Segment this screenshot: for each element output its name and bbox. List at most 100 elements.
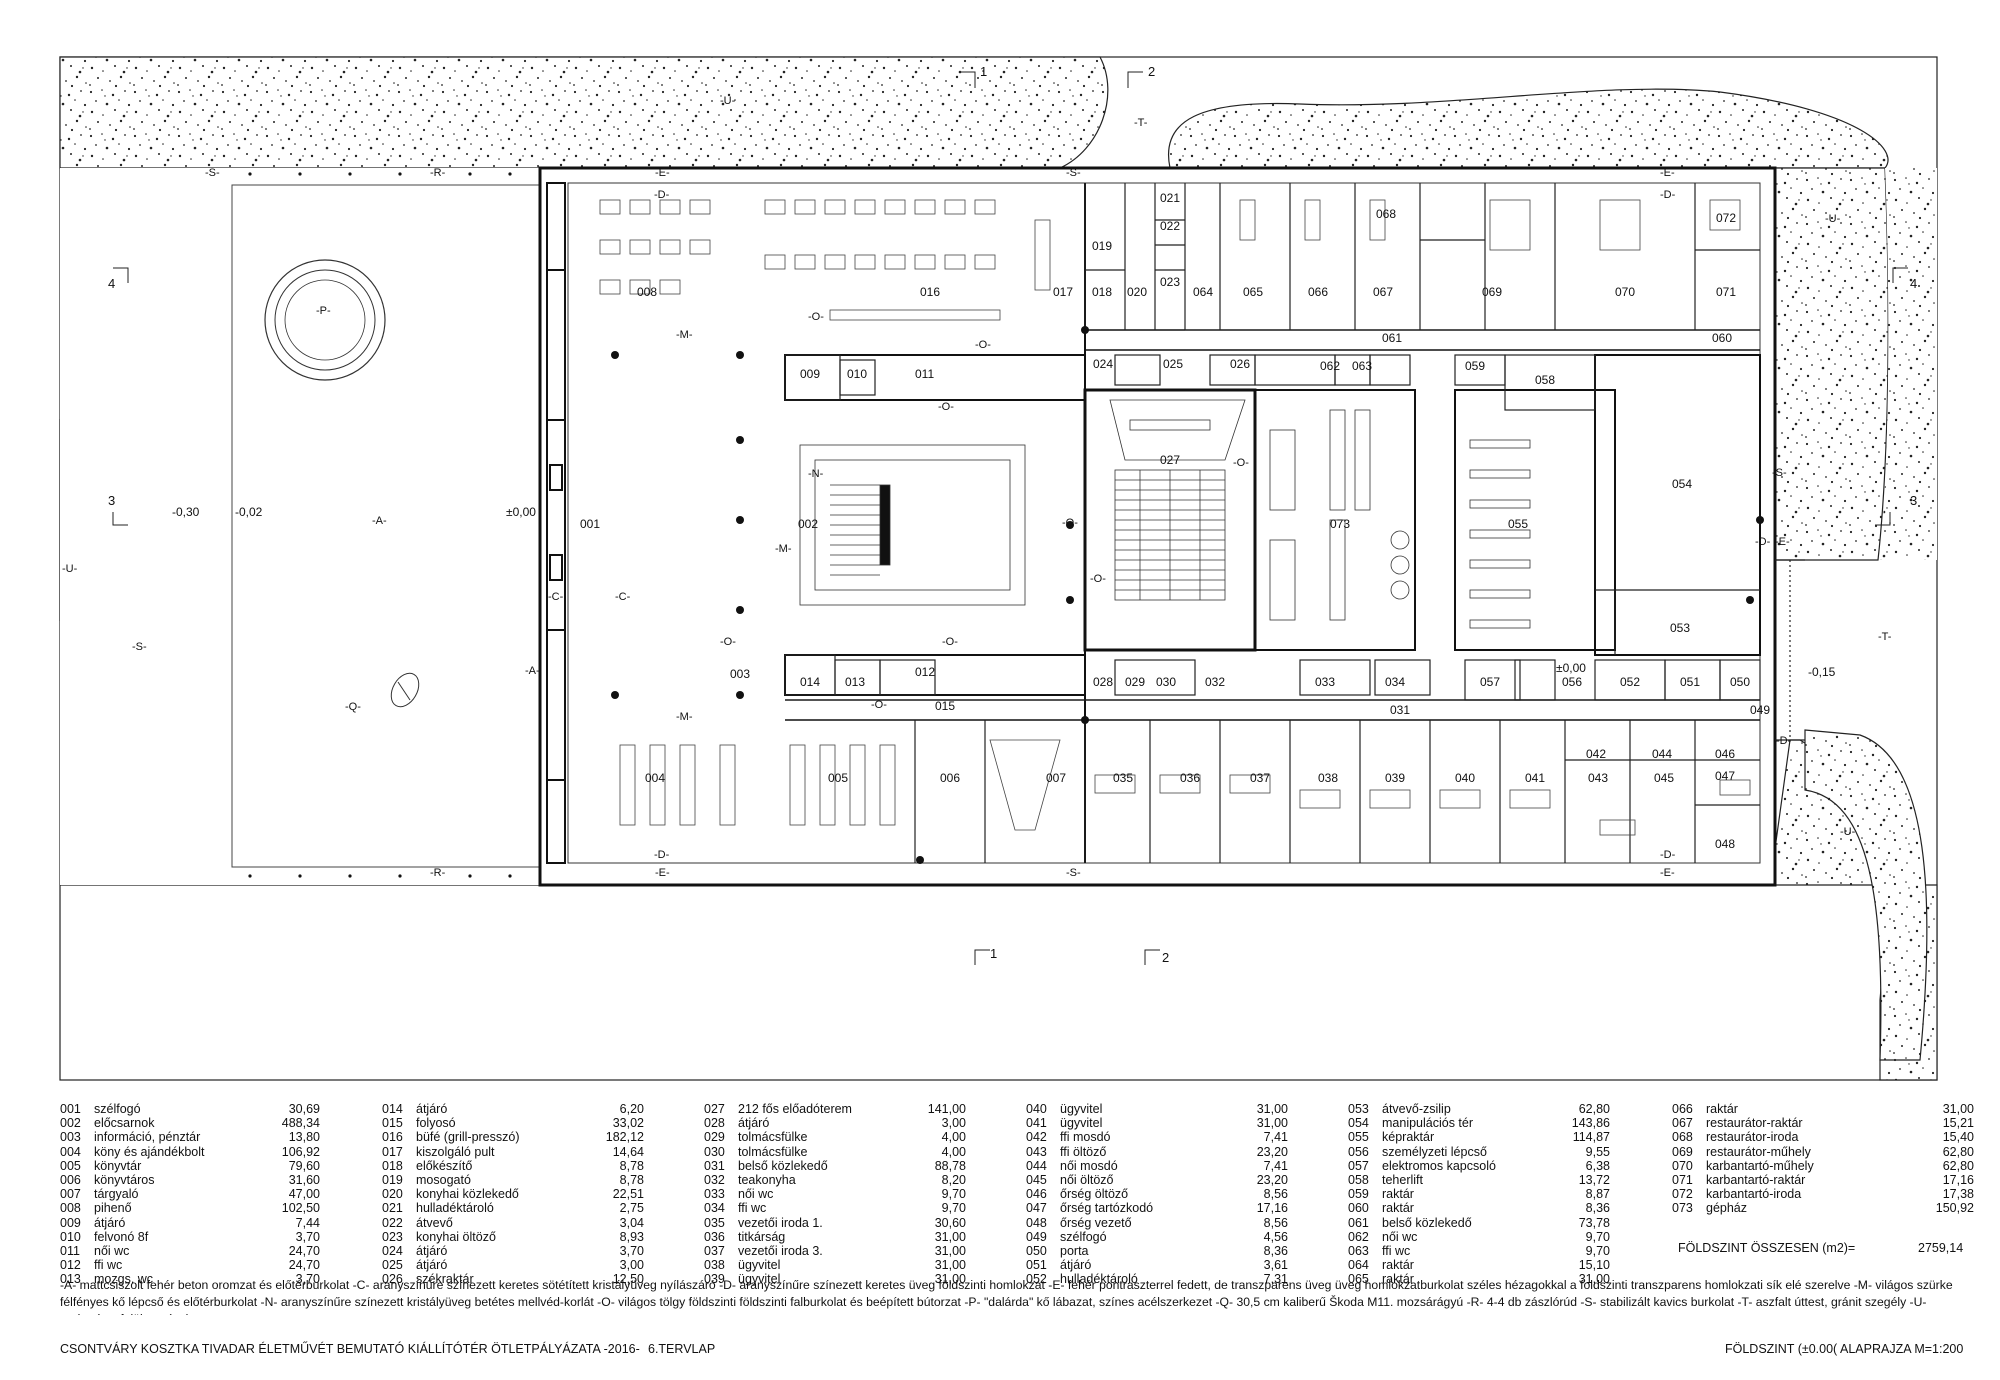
tag-C-2: -C- (615, 591, 631, 603)
gravel-right-upper (1880, 168, 1937, 560)
room-label: 051 (1680, 675, 1700, 689)
section-mark-1-bottom: 1 (990, 946, 997, 961)
legend-room-area: 8,36 (1585, 1201, 1610, 1216)
legend-room-area: 141,00 (927, 1102, 966, 1116)
level-pm000: ±0,00 (506, 505, 536, 519)
legend-room-area: 3,04 (619, 1215, 644, 1230)
tag-M-2: -M- (775, 543, 792, 555)
legend-room-name: 212 fős előadóterem (738, 1102, 852, 1116)
room-label: 018 (1092, 285, 1112, 299)
legend-room-number: 049 (1026, 1229, 1047, 1244)
legend-room-area: 73,78 (1578, 1215, 1610, 1230)
tag-A-2: -A- (525, 665, 540, 677)
legend-room-name: szélfogó (1060, 1229, 1107, 1244)
legend-room-name: könyvtáros (94, 1172, 155, 1187)
total-label: FÖLDSZINT ÖSSZESEN (m2)= (1678, 1241, 1856, 1255)
legend-room-area: 8,78 (619, 1172, 644, 1187)
room-label: 054 (1672, 477, 1692, 491)
room-label: 017 (1053, 285, 1073, 299)
legend-room-number: 048 (1026, 1215, 1047, 1230)
legend-room-area: 13,72 (1578, 1172, 1610, 1187)
legend-room-number: 030 (704, 1144, 725, 1159)
legend-room-number: 062 (1348, 1229, 1369, 1244)
legend-room-name: átvevő-zsilip (1382, 1102, 1451, 1116)
legend-room-number: 050 (1026, 1243, 1047, 1258)
drawing-title: FÖLDSZINT (±0.00( ALAPRAJZA M=1:200 (1725, 1342, 1964, 1356)
legend-room-number: 056 (1348, 1144, 1369, 1159)
legend-room-number: 031 (704, 1158, 725, 1173)
room-label: 007 (1046, 771, 1066, 785)
legend-room-area: 31,00 (1256, 1102, 1288, 1116)
legend-room-name: karbantartó-raktár (1706, 1172, 1806, 1187)
legend-room-number: 044 (1026, 1158, 1047, 1173)
room-label: 011 (915, 367, 934, 381)
legend-room-number: 021 (382, 1201, 403, 1216)
room-label: 066 (1308, 285, 1328, 299)
legend-room-number: 005 (60, 1158, 81, 1173)
legend-room-name: elektromos kapcsoló (1382, 1158, 1496, 1173)
room-label: 048 (1715, 837, 1735, 851)
room-label: 050 (1730, 675, 1750, 689)
legend-room-name: restaurátor-raktár (1706, 1116, 1803, 1131)
dalarda-circle (264, 259, 386, 381)
legend-room-name: vezetői iroda 1. (738, 1215, 823, 1230)
legend-room-number: 042 (1026, 1130, 1047, 1145)
legend-room-name: átjáró (416, 1243, 448, 1258)
tag-M-1: -M- (676, 329, 693, 341)
total-value: 2759,14 (1918, 1241, 1964, 1255)
tag-U-right: -U- (1825, 213, 1841, 225)
legend-room-number: 014 (382, 1102, 403, 1116)
legend-room-area: 8,56 (1263, 1215, 1288, 1230)
room-label: 058 (1535, 373, 1555, 387)
gravel-top-left (59, 56, 1109, 169)
legend-room-number: 032 (704, 1172, 725, 1187)
legend-room-number: 022 (382, 1215, 403, 1230)
legend-room-number: 027 (704, 1102, 725, 1116)
legend-room-number: 038 (704, 1258, 725, 1273)
legend-room-number: 035 (704, 1215, 725, 1230)
sheet-number: 6.TERVLAP (648, 1342, 716, 1356)
legend-room-name: tolmácsfülke (738, 1130, 808, 1145)
bottom-row-partitions (914, 720, 1760, 863)
legend-room-name: karbantartó-műhely (1706, 1158, 1814, 1173)
legend-room-name: belső közlekedő (738, 1158, 828, 1173)
legend-room-name: női öltöző (1060, 1172, 1114, 1187)
room-label: 067 (1373, 285, 1393, 299)
legend-room-name: ügyvitel (738, 1272, 781, 1287)
legend-room-number: 015 (382, 1116, 403, 1131)
legend-room-name: ffi wc (1382, 1243, 1411, 1258)
room-label: 004 (645, 771, 665, 785)
legend-room-number: 070 (1672, 1158, 1693, 1173)
legend-room-number: 012 (60, 1258, 81, 1273)
legend-room-number: 017 (382, 1144, 403, 1159)
legend-room-area: 8,20 (941, 1172, 966, 1187)
corridors (785, 329, 1760, 701)
room-label: 005 (828, 771, 848, 785)
legend-room-area: 4,00 (941, 1144, 966, 1159)
level-minus-015: -0,15 (1808, 665, 1836, 679)
legend-room-area: 8,56 (1263, 1187, 1288, 1202)
room-label: 049 (1750, 703, 1770, 717)
